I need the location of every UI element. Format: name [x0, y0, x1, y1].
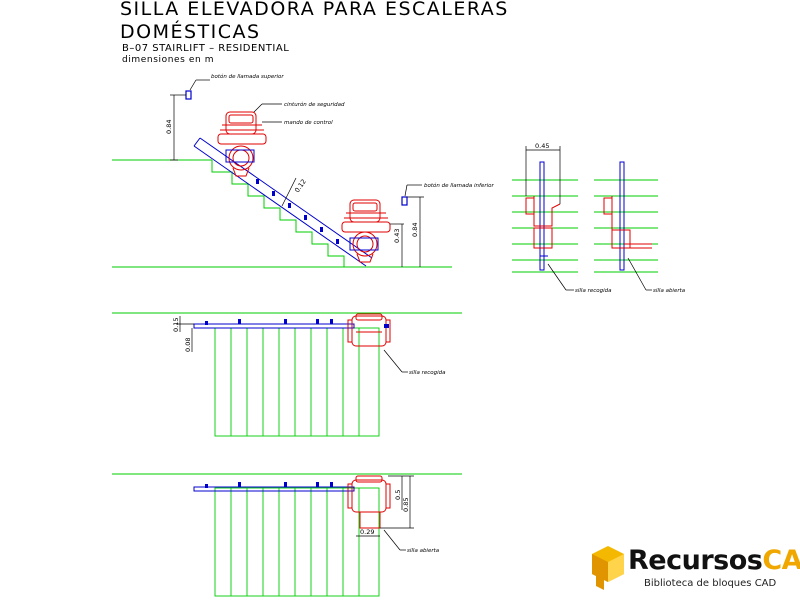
label-chair-open-plan: silla abierta [407, 548, 440, 554]
chair-upper-position [217, 111, 267, 177]
rail-bottom-edge [193, 145, 367, 267]
drawing-units-note: dimensiones en m [122, 55, 215, 65]
recursoscad-logo-icon [592, 546, 624, 590]
side-elevation-view: 0.84 0.12 0.43 0.84 botón de llamada sup… [112, 73, 494, 268]
logo-wordmark: RecursosCAD [628, 545, 800, 576]
label-safety-belt: cinturón de seguridad [284, 101, 345, 108]
dim-front-width: 0.45 [535, 142, 549, 150]
dim-plan-folded-a: 0.15 [172, 318, 180, 332]
logo-word-accent: CAD [762, 545, 800, 576]
drawing-subtitle: B–07 STAIRLIFT – RESIDENTIAL [122, 43, 290, 54]
chair-lower-position [341, 199, 391, 263]
label-chair-open-side: silla abierta [653, 288, 686, 294]
label-lower-call-button: botón de llamada inferior [424, 182, 494, 189]
dim-plan-open-b: 0.85 [402, 498, 410, 512]
label-chair-folded-side: silla recogida [575, 288, 612, 294]
dim-plan-folded-b: 0.08 [184, 338, 192, 352]
lower-call-button-icon [401, 196, 408, 206]
drawing-title-line2: DOMÉSTICAS [120, 21, 261, 43]
dim-plan-open-c: 0.29 [360, 528, 374, 536]
front-views: 0.45 silla recogida silla abierta [512, 142, 686, 294]
dim-plan-open-a: 0.5 [394, 490, 402, 500]
plan-view-open: 0.5 0.85 0.29 silla abierta [112, 473, 462, 597]
front-chair-folded [525, 161, 561, 271]
drawing-title-line1: SILLA ELEVADORA PARA ESCALERAS [120, 0, 509, 20]
stair-profile [211, 160, 345, 267]
front-chair-open [603, 161, 652, 271]
logo-word-main: Recursos [628, 545, 763, 576]
step-brackets [256, 179, 339, 244]
dim-seat-height: 0.43 [393, 229, 401, 243]
dim-rail-offset: 0.12 [293, 178, 308, 194]
dim-upper-button-height: 0.84 [165, 120, 173, 134]
plan-view-folded: 0.15 0.08 silla recogida [112, 312, 462, 437]
label-chair-folded-plan: silla recogida [409, 370, 446, 376]
label-control-knob: mando de control [284, 120, 333, 126]
label-upper-call-button: botón de llamada superior [211, 73, 284, 80]
upper-call-button-icon [185, 90, 192, 100]
logo-tagline: Biblioteca de bloques CAD [644, 578, 777, 589]
dim-lower-button-height: 0.84 [411, 223, 419, 237]
